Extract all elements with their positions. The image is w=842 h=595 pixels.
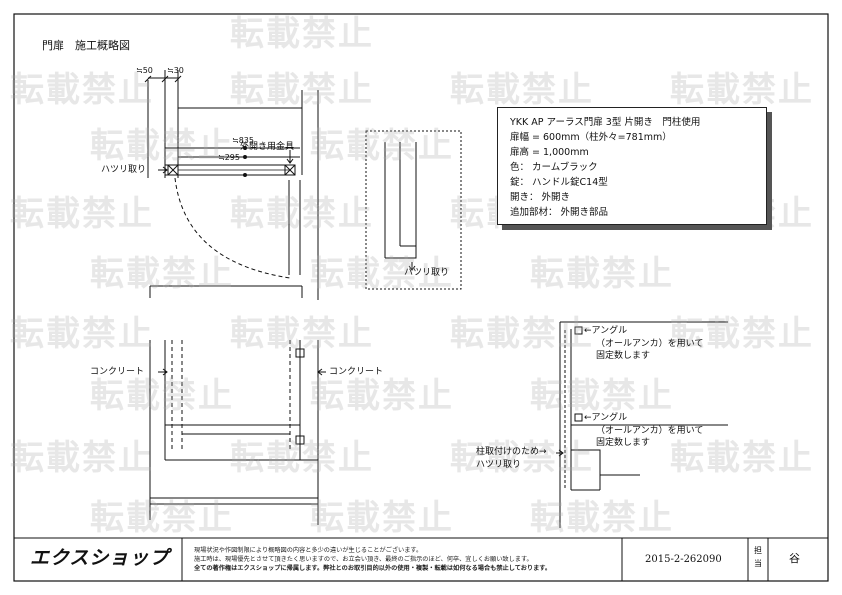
angle-label: ←アングル xyxy=(584,413,628,423)
tanto-label: 当 xyxy=(754,559,762,568)
person-in-charge: 谷 xyxy=(789,552,800,565)
spec-extra-parts: 追加部材： 外開き部品 xyxy=(510,207,609,218)
concrete-label: コンクリート xyxy=(90,367,145,377)
drawing-title: 門扉 施工概略図 xyxy=(42,39,130,52)
post-note: 柱取付けのため→ xyxy=(476,447,547,457)
dimension-label: ≒50 xyxy=(136,66,153,75)
angle-note: （オールアンカ）を用いて xyxy=(596,339,704,349)
dimension-label: ≒295 xyxy=(218,153,240,162)
sheet-border xyxy=(13,13,829,582)
tanto-label: 担 xyxy=(754,546,762,555)
spec-width: 扉幅 = 600mm（柱外々=781mm） xyxy=(510,132,672,143)
drawing-code: 2015-2-262090 xyxy=(645,554,722,565)
dimension-label: ≒30 xyxy=(167,66,184,75)
angle-note: 固定数します xyxy=(596,351,651,361)
footer-note: 現場状況や作図制限により概略図の内容と多少の違いが生じることがございます。 xyxy=(194,547,423,554)
spec-color: 色： カームブラック xyxy=(510,162,598,173)
outward-fitting-label: 外開き用金具 xyxy=(240,142,295,152)
plan-view xyxy=(144,70,319,300)
spec-box: YKK AP アーラス門扉 3型 片開き 門柱使用 扉幅 = 600mm（柱外々… xyxy=(497,107,767,225)
post-detail xyxy=(365,130,462,290)
concrete-label: コンクリート xyxy=(329,367,384,377)
spec-height: 扉高 = 1,000mm xyxy=(510,147,589,158)
angle-note: 固定数します xyxy=(596,438,651,448)
hatsuri-label: ハツリ取り xyxy=(101,165,147,175)
post-note: ハツリ取り xyxy=(476,460,522,470)
footer-note: 施工時は、現場優先とさせて頂きたく思いますので、お立会い頂き、最終のご指示のほど… xyxy=(194,556,533,563)
angle-note: （オールアンカ）を用いて xyxy=(596,426,704,436)
footer-copyright: 全ての著作権はエクスショップに帰属します。弊社とのお取引目的以外の使用・複製・転… xyxy=(194,565,552,572)
angle-label: ←アングル xyxy=(584,326,628,336)
dimension-label: ≒835 xyxy=(232,136,254,145)
brand-logo: エクスショップ xyxy=(30,547,170,569)
elevation-view xyxy=(149,340,326,525)
spec-opening: 開き： 外開き xyxy=(510,192,571,203)
section-view xyxy=(556,321,728,528)
spec-product: YKK AP アーラス門扉 3型 片開き 門柱使用 xyxy=(510,117,701,128)
spec-lock: 錠： ハンドル錠C14型 xyxy=(510,177,608,188)
hatsuri-detail-label: ハツリ取り xyxy=(404,268,450,278)
